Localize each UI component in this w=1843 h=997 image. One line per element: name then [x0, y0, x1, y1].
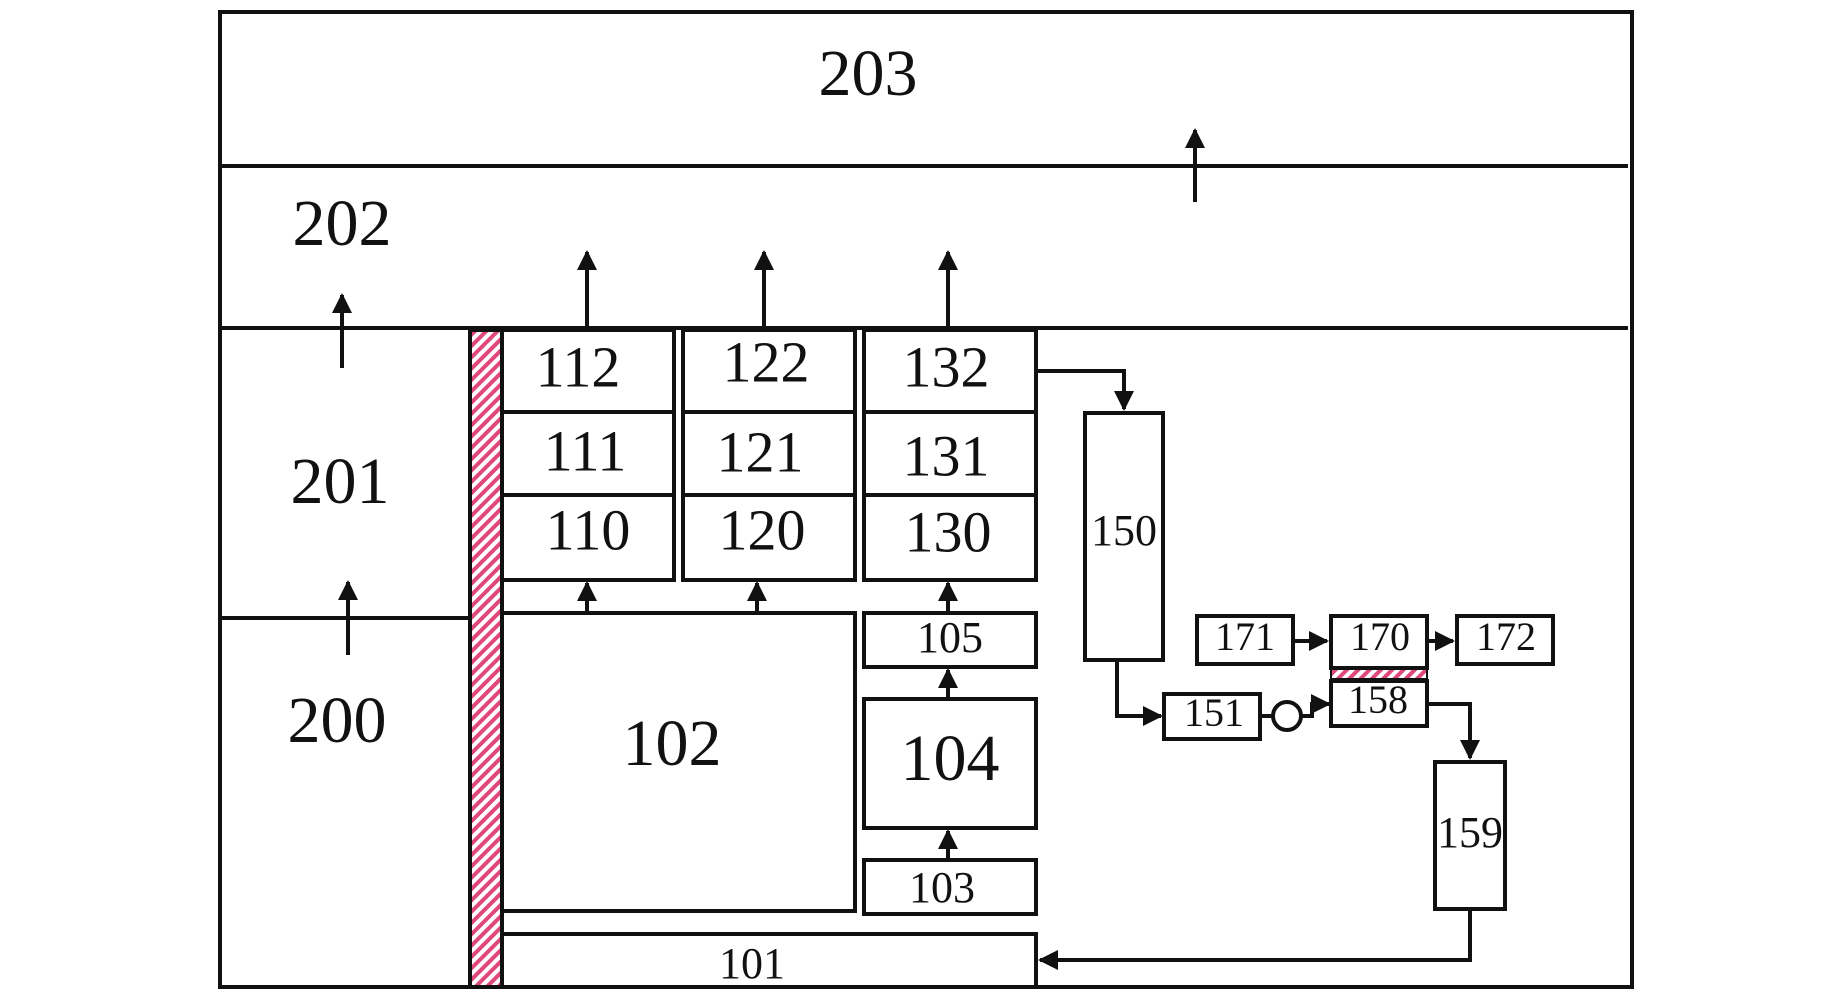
block-150-label: 150	[1091, 506, 1157, 555]
block-131	[862, 410, 1038, 497]
block-110-label: 110	[546, 497, 631, 562]
block-172	[1455, 614, 1555, 666]
block-101-label: 101	[719, 939, 785, 988]
block-130	[862, 493, 1038, 582]
arrow-159-to-101	[1038, 909, 1472, 970]
block-172-label: 172	[1476, 614, 1536, 659]
hatched-wall	[468, 328, 504, 989]
block-112	[500, 328, 676, 414]
arrow-pump-to-158	[1301, 694, 1331, 718]
zone-203-label: 203	[819, 37, 918, 110]
block-151-label: 151	[1184, 690, 1244, 735]
block-120	[681, 493, 857, 582]
block-159	[1433, 760, 1507, 911]
block-159-label: 159	[1437, 808, 1503, 857]
block-112-label: 112	[536, 334, 621, 399]
block-150	[1083, 411, 1165, 662]
zone-202-label: 202	[293, 187, 392, 260]
block-132-label: 132	[903, 334, 990, 399]
block-105-label: 105	[917, 613, 983, 662]
block-103-label: 103	[909, 863, 975, 912]
block-171-label: 171	[1215, 614, 1275, 659]
zone-201-label: 201	[291, 445, 390, 518]
block-158	[1329, 679, 1429, 728]
block-158-label: 158	[1348, 677, 1408, 722]
block-151	[1162, 692, 1262, 741]
block-111	[500, 410, 676, 497]
zone-200-label: 200	[288, 684, 387, 757]
block-131-label: 131	[903, 423, 990, 488]
block-110	[500, 493, 676, 582]
arrow-132-to-150	[1036, 369, 1134, 411]
pump-icon	[1271, 700, 1303, 732]
arrow-150-to-151	[1115, 660, 1163, 726]
block-111-label: 111	[544, 418, 627, 483]
block-102	[500, 611, 857, 913]
block-122-label: 122	[723, 329, 810, 394]
block-130-label: 130	[905, 499, 992, 564]
block-170-label: 170	[1350, 614, 1410, 659]
block-132	[862, 328, 1038, 414]
hatched-membrane	[1330, 668, 1428, 680]
arrow-158-to-159	[1427, 702, 1480, 760]
block-104-label: 104	[901, 722, 1000, 795]
block-101	[500, 932, 1038, 989]
block-120-label: 120	[719, 497, 806, 562]
block-121-label: 121	[717, 419, 804, 484]
block-102-label: 102	[623, 707, 722, 780]
